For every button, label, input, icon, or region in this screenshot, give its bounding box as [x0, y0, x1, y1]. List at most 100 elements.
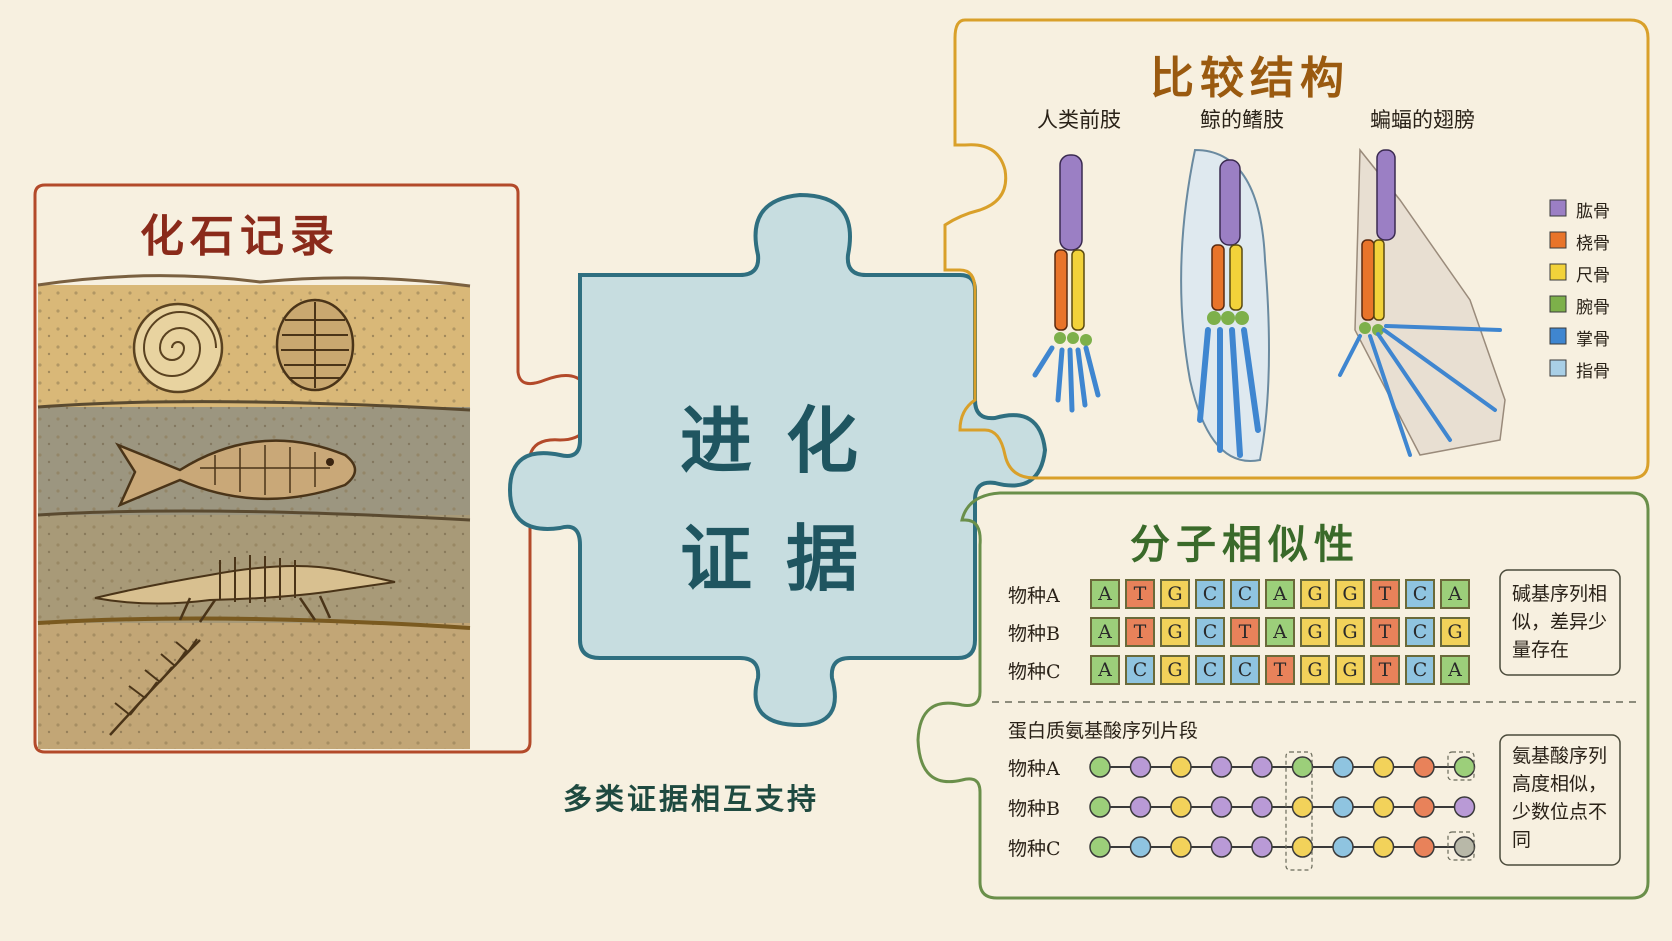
legend-label: 肱骨 [1576, 202, 1610, 222]
protein-section-title: 蛋白质氨基酸序列片段 [1008, 720, 1199, 742]
amino-acid-bead [1413, 756, 1435, 778]
amino-acid-bead [1291, 756, 1314, 778]
anatomy-panel [943, 18, 1650, 480]
legend-label: 桡骨 [1576, 234, 1610, 254]
amino-acid-bead [1413, 796, 1435, 818]
legend-swatch [1549, 295, 1567, 313]
bone-legend [1549, 199, 1567, 377]
limb-label-human: 人类前肢 [1037, 108, 1121, 132]
dna-base-cell: G [1300, 579, 1330, 609]
amino-acid-bead [1453, 836, 1476, 858]
dna-base-cell: T [1125, 579, 1155, 609]
amino-acid-bead [1291, 836, 1314, 858]
amino-acid-bead [1372, 756, 1395, 778]
amino-acid-bead [1210, 756, 1233, 778]
dna-base-cell: T [1370, 617, 1400, 647]
fern-fossil-icon [109, 638, 201, 736]
dna-base-cell: C [1125, 655, 1155, 685]
dna-base-cell: A [1090, 655, 1120, 685]
amino-acid-bead [1413, 836, 1435, 858]
dna-species-label: 物种C [1008, 661, 1061, 683]
protein-note: 氨基酸序列高度相似，少数位点不同 [1512, 745, 1608, 851]
amino-acid-bead [1453, 796, 1476, 818]
dna-base-cell: G [1160, 579, 1190, 609]
dna-base-cell: C [1405, 655, 1435, 685]
legend-label: 掌骨 [1576, 330, 1610, 350]
amino-acid-bead [1129, 836, 1152, 858]
legend-swatch [1549, 231, 1567, 249]
dna-base-cell: A [1265, 579, 1295, 609]
fish-fossil-icon [114, 439, 357, 508]
molecular-panel [916, 491, 1650, 900]
amino-acid-bead [1210, 796, 1233, 818]
dna-base-cell: T [1370, 579, 1400, 609]
comparative-anatomy-title: 比较结构 [1150, 53, 1350, 104]
amino-acid-bead [1170, 756, 1192, 778]
protein-species-label: 物种A [1008, 758, 1060, 780]
dna-base-cell: A [1090, 579, 1120, 609]
whale-flipper-icon [1180, 148, 1270, 462]
trilobite-fossil-icon [275, 298, 355, 392]
dna-base-cell: C [1405, 617, 1435, 647]
dna-base-cell: A [1440, 579, 1470, 609]
amino-acid-bead [1372, 836, 1395, 858]
limb-label-bat: 蝙蝠的翅膀 [1370, 108, 1475, 132]
amino-acid-bead [1089, 796, 1111, 818]
dna-base-cell: T [1230, 617, 1260, 647]
bat-wing-icon [1338, 147, 1506, 457]
dna-base-cell: G [1440, 617, 1470, 647]
dna-base-cell: C [1195, 579, 1225, 609]
amino-acid-bead [1291, 796, 1314, 818]
molecular-similarity-title: 分子相似性 [1130, 521, 1360, 568]
dna-base-cell: T [1370, 655, 1400, 685]
legend-label: 指骨 [1576, 362, 1610, 382]
human-forelimb-icon [1032, 154, 1101, 413]
legend-swatch [1549, 327, 1567, 345]
legend-swatch [1549, 359, 1567, 377]
dna-base-cell: G [1335, 617, 1365, 647]
legend-label: 尺骨 [1576, 266, 1610, 286]
dna-base-cell: A [1090, 617, 1120, 647]
protein-species-label: 物种C [1008, 838, 1061, 860]
difference-highlight-1 [1285, 751, 1313, 871]
caption-text: 多类证据相互支持 [563, 782, 820, 816]
ammonite-fossil-icon [132, 302, 224, 394]
dna-species-label: 物种B [1008, 623, 1060, 645]
protein-note-box [1499, 734, 1621, 866]
center-title-line1: 进化 [680, 398, 893, 483]
amino-acid-bead [1251, 796, 1273, 818]
fossil-record-title: 化石记录 [140, 211, 340, 262]
dna-base-cell: C [1405, 579, 1435, 609]
amino-acid-bead [1332, 756, 1354, 778]
legend-swatch [1549, 199, 1567, 217]
dna-base-cell: A [1265, 617, 1295, 647]
amino-acid-bead [1129, 796, 1152, 818]
amino-acid-bead [1089, 756, 1111, 778]
dna-base-cell: G [1300, 617, 1330, 647]
amino-acid-bead [1332, 796, 1354, 818]
dna-base-cell: C [1195, 655, 1225, 685]
dna-base-cell: G [1335, 655, 1365, 685]
dna-note-box [1499, 569, 1621, 676]
dna-base-cell: C [1230, 579, 1260, 609]
difference-highlight-3 [1447, 831, 1475, 861]
dna-base-cell: C [1230, 655, 1260, 685]
amino-acid-bead [1170, 836, 1192, 858]
dna-base-cell: T [1125, 617, 1155, 647]
center-title-line2: 证据 [680, 516, 893, 601]
amino-acid-bead [1453, 756, 1476, 778]
amino-acid-bead [1372, 796, 1395, 818]
dna-base-cell: C [1195, 617, 1225, 647]
legend-swatch [1549, 263, 1567, 281]
dna-base-cell: G [1160, 655, 1190, 685]
dna-note: 碱基序列相似，差异少量存在 [1512, 583, 1608, 661]
protein-species-label: 物种B [1008, 798, 1060, 820]
amino-acid-bead [1129, 756, 1152, 778]
protein-bead-rows [1089, 756, 1476, 858]
dna-base-cell: G [1300, 655, 1330, 685]
reptile-skeleton-fossil-icon [94, 555, 396, 623]
dna-base-cell: G [1335, 579, 1365, 609]
amino-acid-bead [1251, 756, 1273, 778]
